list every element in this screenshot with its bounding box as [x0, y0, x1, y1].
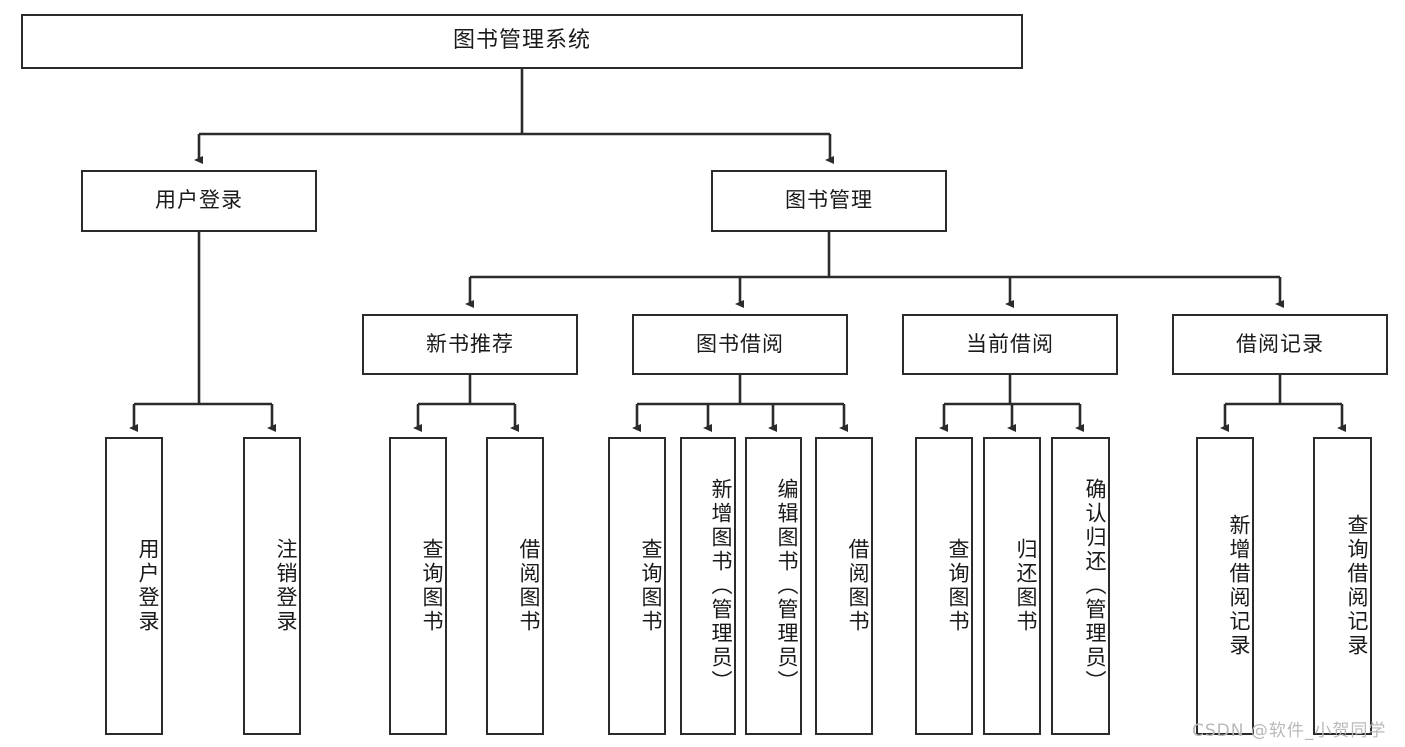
leaf-user-login[interactable]: 用户登录: [105, 437, 163, 735]
leaf-confirm-return-admin[interactable]: 确认归还（管理员）: [1051, 437, 1110, 735]
leaf-return-book[interactable]: 归还图书: [983, 437, 1041, 735]
leaf-query-book-borrow[interactable]: 查询图书: [608, 437, 666, 735]
leaf-borrow-book[interactable]: 借阅图书: [815, 437, 873, 735]
node-label: 查询图书: [639, 538, 663, 634]
leaf-query-borrow-record[interactable]: 查询借阅记录: [1313, 437, 1372, 735]
node-label: 归还图书: [1014, 538, 1038, 634]
node-label: 查询图书: [946, 538, 970, 634]
leaf-borrow-book-recommend[interactable]: 借阅图书: [486, 437, 544, 735]
node-book-borrow[interactable]: 图书借阅: [632, 314, 848, 375]
leaf-add-book-admin[interactable]: 新增图书（管理员）: [680, 437, 736, 735]
node-label: 图书管理: [785, 188, 873, 213]
node-label: 借阅图书: [517, 538, 541, 634]
node-label: 查询借阅记录: [1345, 514, 1369, 658]
node-label: 用户登录: [155, 188, 243, 213]
leaf-logout-login[interactable]: 注销登录: [243, 437, 301, 735]
leaf-query-book-recommend[interactable]: 查询图书: [389, 437, 447, 735]
node-label: 编辑图书（管理员）: [775, 478, 799, 694]
node-label: 图书借阅: [696, 331, 784, 356]
node-root-system[interactable]: 图书管理系统: [21, 14, 1023, 69]
node-label: 新增图书（管理员）: [709, 478, 733, 694]
node-label: 借阅记录: [1236, 331, 1324, 356]
node-label: 用户登录: [136, 538, 160, 634]
node-book-management[interactable]: 图书管理: [711, 170, 947, 232]
node-current-borrow[interactable]: 当前借阅: [902, 314, 1118, 375]
node-user-login[interactable]: 用户登录: [81, 170, 317, 232]
node-label: 当前借阅: [966, 331, 1054, 356]
node-label: 新增借阅记录: [1227, 514, 1251, 658]
leaf-query-book-current[interactable]: 查询图书: [915, 437, 973, 735]
node-label: 新书推荐: [426, 331, 514, 356]
node-label: 借阅图书: [846, 538, 870, 634]
leaf-add-borrow-record[interactable]: 新增借阅记录: [1196, 437, 1254, 735]
node-label: 注销登录: [274, 538, 298, 634]
watermark-credit: CSDN @软件_小贺同学: [1192, 721, 1387, 741]
node-label: 确认归还（管理员）: [1083, 478, 1107, 694]
node-borrow-record[interactable]: 借阅记录: [1172, 314, 1388, 375]
leaf-edit-book-admin[interactable]: 编辑图书（管理员）: [745, 437, 802, 735]
node-new-book-recommend[interactable]: 新书推荐: [362, 314, 578, 375]
node-label: 图书管理系统: [452, 28, 591, 54]
node-label: 查询图书: [420, 538, 444, 634]
